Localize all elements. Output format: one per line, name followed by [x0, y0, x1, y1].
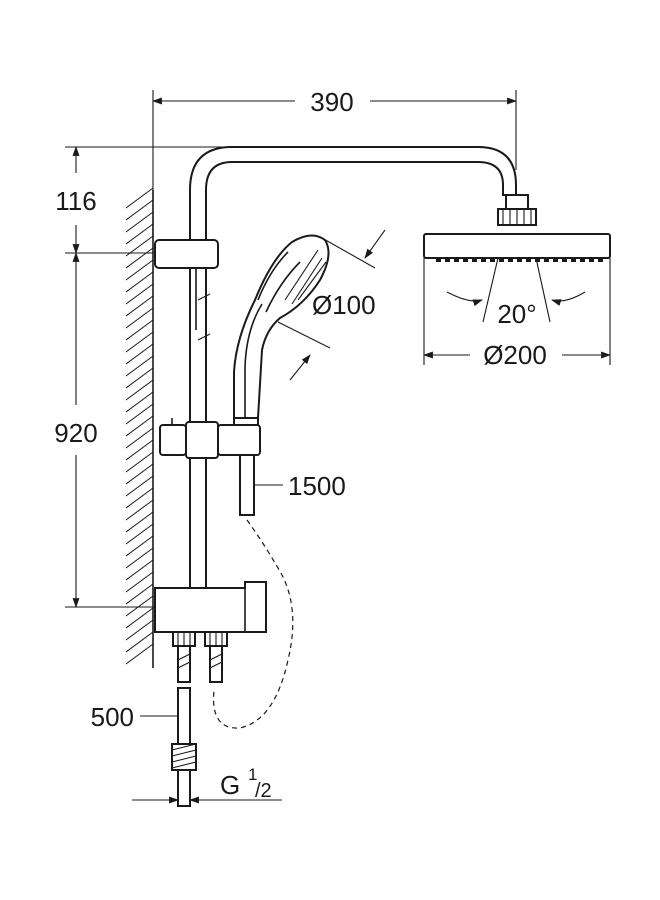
wall-hatch-line — [125, 619, 154, 641]
wall-hatch-line — [125, 475, 154, 497]
wall-hatch-line — [125, 511, 154, 533]
wall-hatch-line — [125, 391, 154, 413]
wall-hatch-line — [125, 535, 154, 557]
wall-hatch-line — [125, 355, 154, 377]
water-connections — [172, 631, 228, 683]
wall-hatch-line — [125, 307, 154, 329]
wall-hatch-line — [125, 607, 154, 629]
wall-hatch-line — [125, 499, 154, 521]
lower-hose-length-label: 500 — [91, 702, 134, 732]
wall-hatch-line — [125, 559, 154, 581]
nozzle — [463, 258, 468, 262]
nozzle — [571, 258, 576, 262]
wall-hatch-line — [125, 415, 154, 437]
wall-hatching — [125, 187, 154, 668]
wall-hatch-line — [125, 343, 154, 365]
wall-hatch-line — [125, 379, 154, 401]
nozzle — [562, 258, 567, 262]
nozzle — [436, 258, 441, 262]
nozzle — [535, 258, 540, 262]
wall-hatch-line — [125, 187, 154, 209]
wall-hatch-line — [125, 247, 154, 269]
thread-dimension: G 1 /2 — [132, 765, 282, 804]
thread-denominator-label: /2 — [255, 780, 272, 802]
thread-numerator-label: 1 — [248, 765, 257, 784]
wall-hatch-line — [125, 295, 154, 317]
spray-angle-annotation: 20° — [446, 257, 586, 329]
wall-hatch-line — [125, 571, 154, 593]
nozzle — [517, 258, 522, 262]
nozzle — [589, 258, 594, 262]
hand-diameter-label: Ø100 — [312, 290, 376, 320]
dimension-rail-height: 920 — [54, 252, 155, 608]
spray-angle-label: 20° — [497, 299, 536, 329]
nozzle — [454, 258, 459, 262]
supply-hose: 500 — [91, 687, 197, 807]
wall-hatch-line — [125, 523, 154, 545]
wall-hatch-line — [125, 331, 154, 353]
hand-shower — [233, 234, 330, 419]
nozzle — [544, 258, 549, 262]
wall-hatch-line — [125, 631, 154, 653]
wall-hatch-line — [125, 211, 154, 233]
nozzle — [553, 258, 558, 262]
nozzle — [499, 258, 504, 262]
upper-wall-bracket — [154, 239, 219, 341]
dimension-hand-diameter: Ø100 — [277, 229, 386, 381]
hand-shower-hose: 1500 — [212, 454, 346, 729]
wall-hatch-line — [125, 547, 154, 569]
nozzle — [580, 258, 585, 262]
wall-hatch-line — [125, 319, 154, 341]
nozzle — [472, 258, 477, 262]
nozzle — [490, 258, 495, 262]
nozzle — [598, 258, 603, 262]
wall-hatch-line — [125, 595, 154, 617]
hand-shower-slider — [159, 417, 261, 459]
wall-hatch-line — [125, 583, 154, 605]
thread-main-label: G — [220, 770, 240, 800]
nozzle — [445, 258, 450, 262]
wall-hatch-line — [125, 403, 154, 425]
hose-length-label: 1500 — [288, 471, 346, 501]
wall-hatch-line — [125, 439, 154, 461]
wall-hatch-line — [125, 367, 154, 389]
head-diameter-label: Ø200 — [483, 340, 547, 370]
nozzle — [508, 258, 513, 262]
arm-reach-label: 390 — [310, 87, 353, 117]
wall-hatch-line — [125, 199, 154, 221]
wall-hatch-line — [125, 259, 154, 281]
wall-hatch-line — [125, 283, 154, 305]
overhead-shower-head — [423, 194, 611, 262]
wall-hatch-line — [125, 271, 154, 293]
nozzle — [526, 258, 531, 262]
dimension-head-diameter: Ø200 — [423, 258, 611, 370]
wall-hatch-line — [125, 427, 154, 449]
rail-height-label: 920 — [54, 418, 97, 448]
wall-hatch-line — [125, 643, 154, 665]
wall-hatch-line — [125, 451, 154, 473]
thermostat-mixer-body — [154, 581, 267, 640]
wall-hatch-line — [125, 487, 154, 509]
dimension-arm-reach: 390 — [152, 87, 517, 240]
nozzle — [481, 258, 486, 262]
wall-hatch-line — [125, 463, 154, 485]
wall-hatch-line — [125, 223, 154, 245]
top-height-label: 116 — [55, 186, 96, 216]
